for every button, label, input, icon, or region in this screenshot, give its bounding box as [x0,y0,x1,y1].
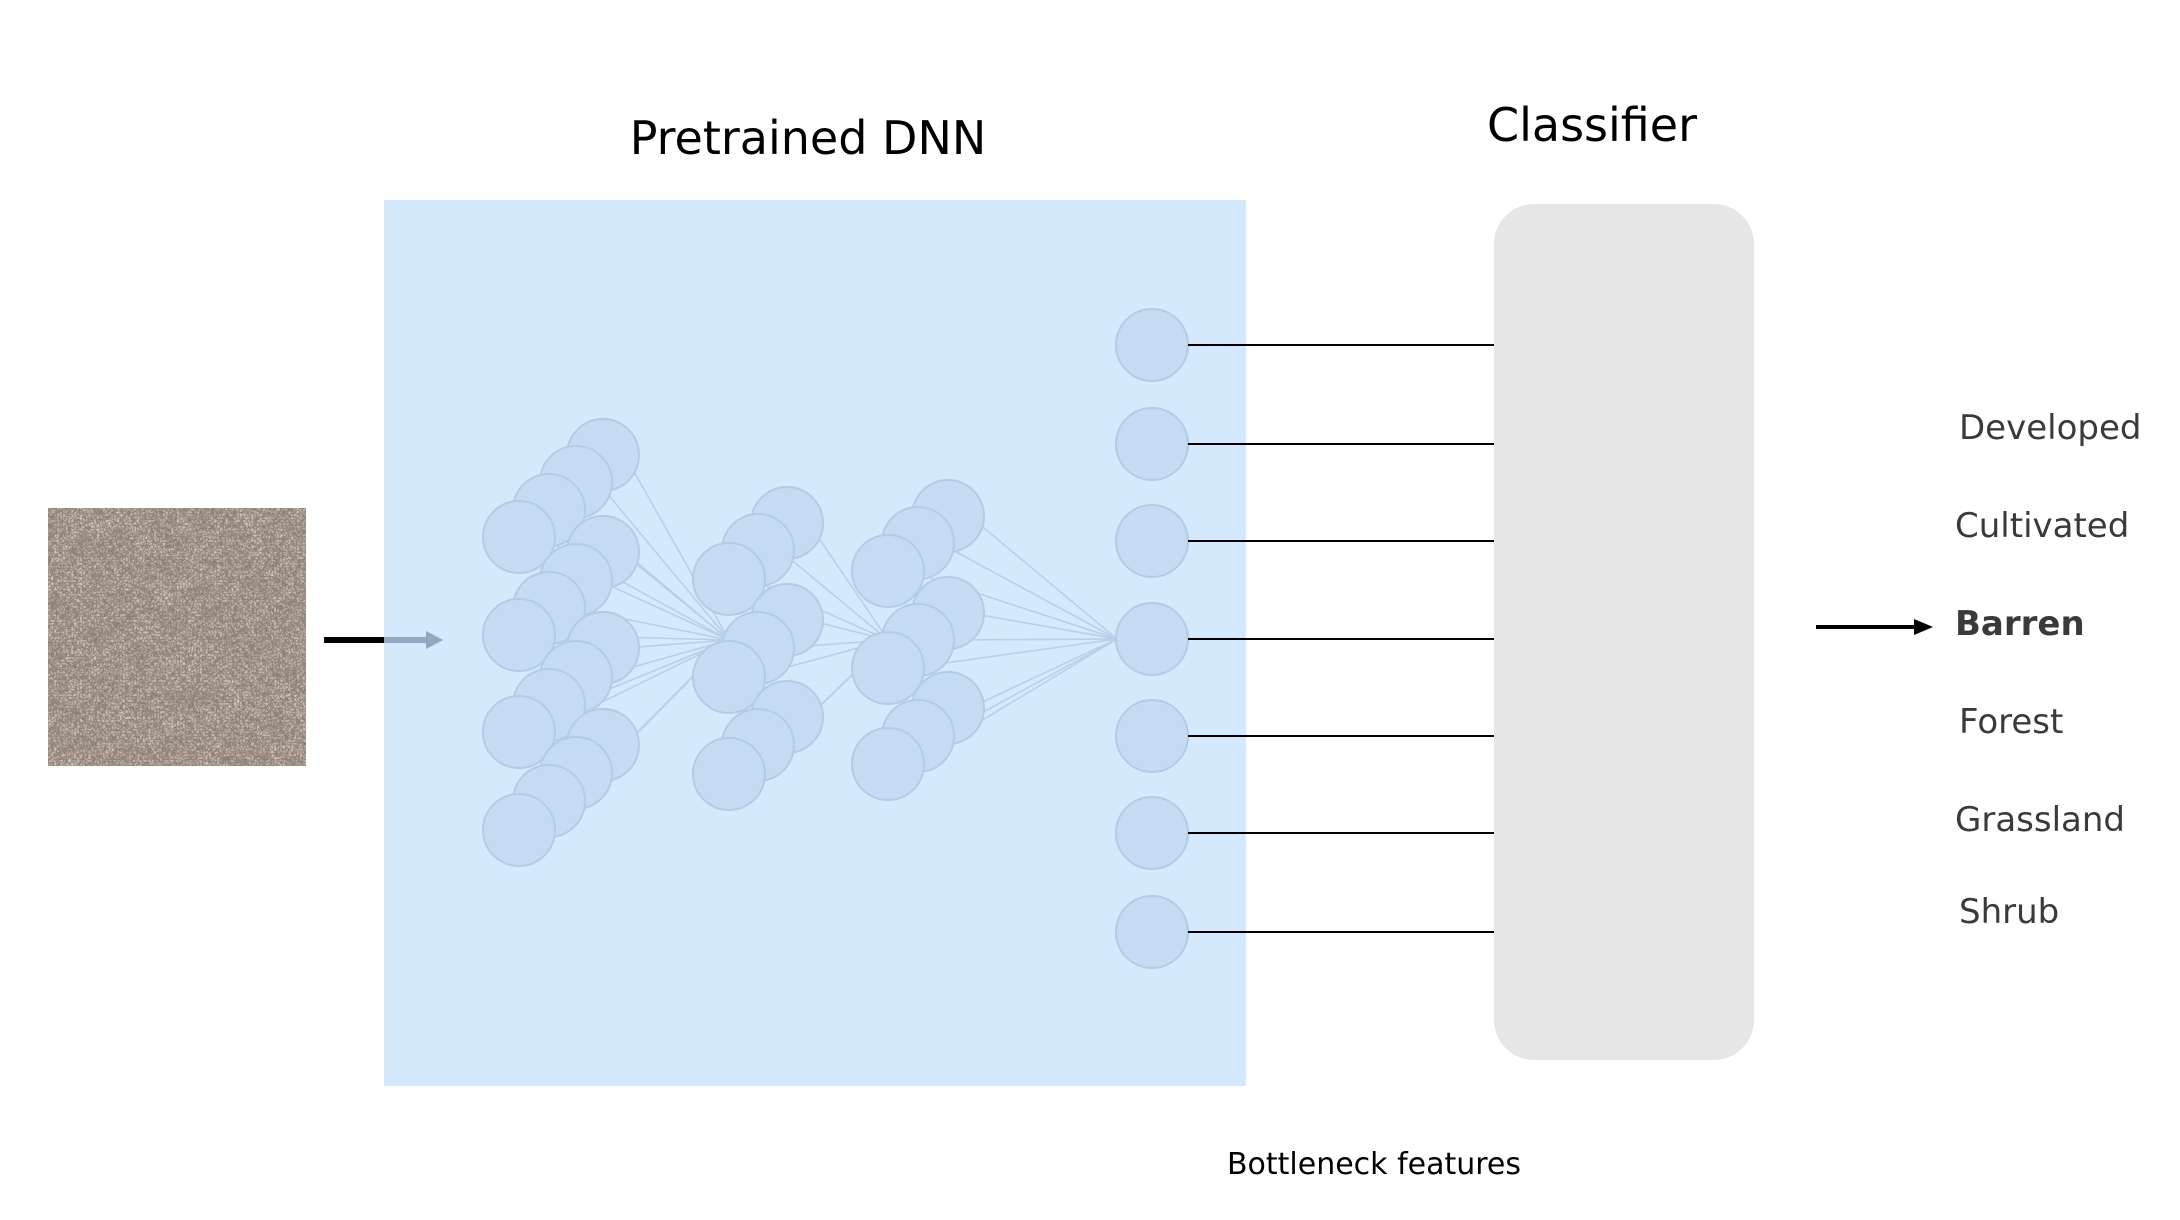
class-label-grassland: Grassland [1955,800,2125,840]
class-label-barren: Barren [1955,604,2085,644]
layer1-neuron [482,598,556,672]
class-label-forest: Forest [1959,702,2063,742]
layer2-neuron [692,542,766,616]
classifier-title: Classifier [1487,98,1697,152]
layer1-neuron [482,793,556,867]
input-image [48,508,306,766]
bottleneck-neuron [1115,602,1189,676]
network-neurons [482,308,1189,969]
layer2-neuron [692,737,766,811]
bottleneck-neuron [1115,407,1189,481]
layer1-neuron [482,500,556,574]
bottleneck-neuron [1115,504,1189,578]
bottleneck-connectors [1188,344,1494,933]
layer3-neuron [851,631,925,705]
bottleneck-caption: Bottleneck features [1227,1147,1521,1182]
input-arrow [324,631,443,649]
layer3-neuron [851,534,925,608]
bottleneck-neuron [1115,308,1189,382]
classifier-box [1494,204,1754,1060]
class-label-shrub: Shrub [1959,892,2059,932]
bottleneck-neuron [1115,895,1189,969]
layer3-neuron [851,727,925,801]
class-label-cultivated: Cultivated [1955,506,2129,546]
dnn-title: Pretrained DNN [630,111,987,165]
output-arrow [1816,619,1933,635]
class-label-developed: Developed [1959,408,2141,448]
bottleneck-neuron [1115,699,1189,773]
layer1-neuron [482,695,556,769]
layer2-neuron [692,640,766,714]
bottleneck-neuron [1115,796,1189,870]
